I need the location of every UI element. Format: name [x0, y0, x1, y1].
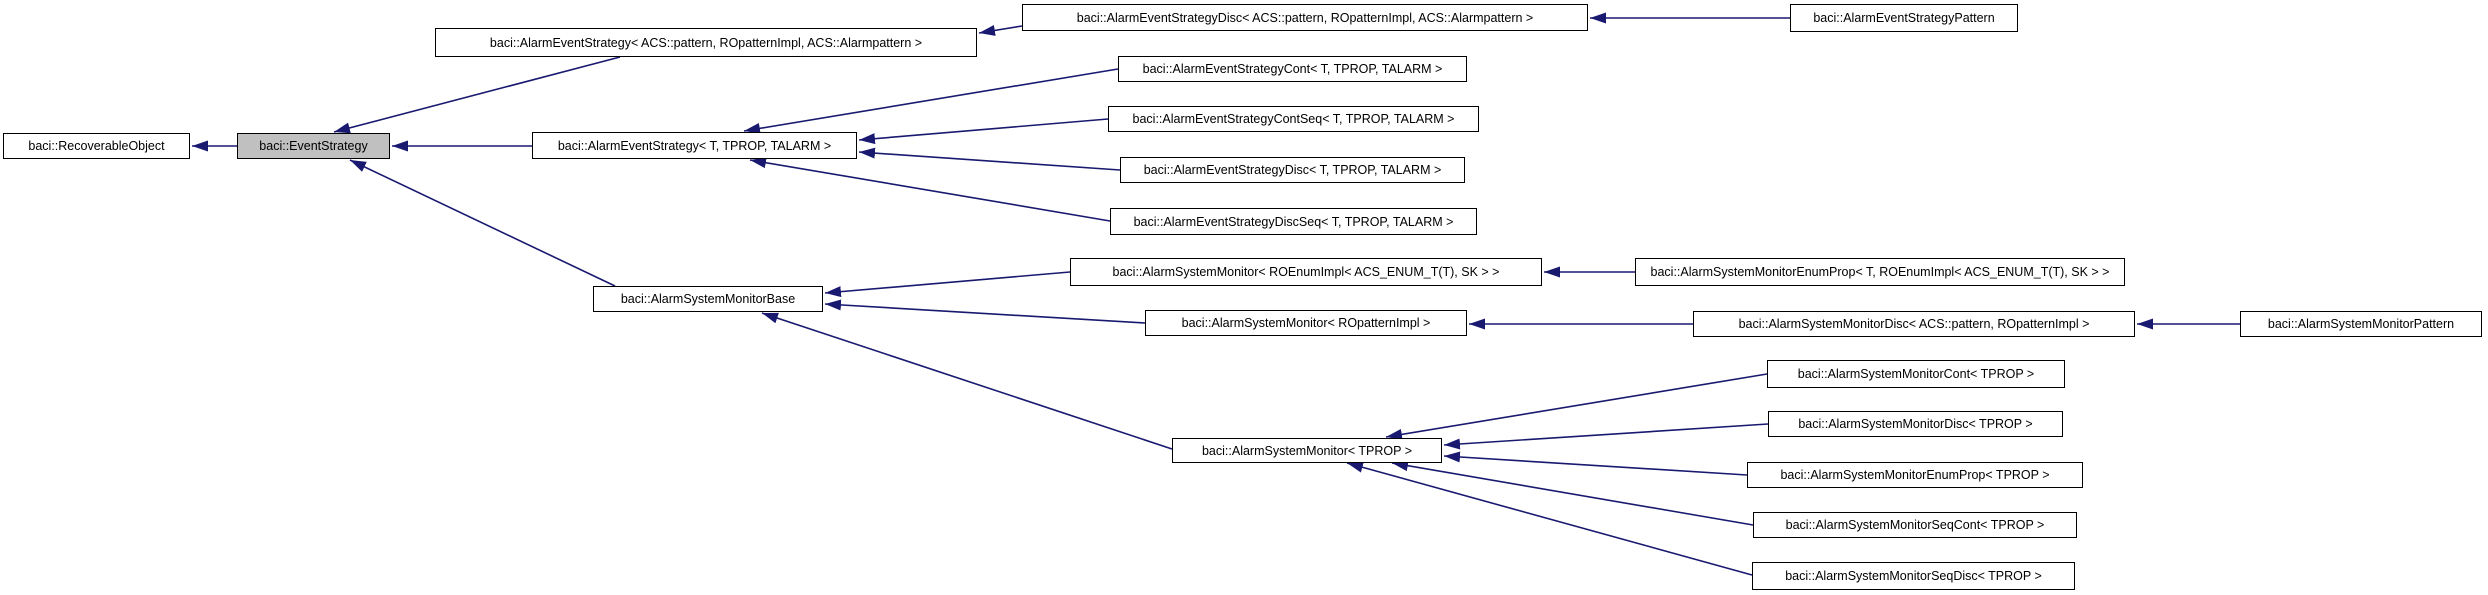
inheritance-edge	[1346, 461, 1753, 576]
class-node-alarmeventstrategy-pattern-impl[interactable]: baci::AlarmEventStrategy< ACS::pattern, …	[435, 28, 977, 57]
inheritance-edge	[858, 118, 1109, 145]
inheritance-edge	[978, 25, 1023, 36]
class-node-alarmeventstrategypattern[interactable]: baci::AlarmEventStrategyPattern	[1790, 4, 2018, 32]
inheritance-edge	[824, 299, 1146, 324]
inheritance-edge	[1443, 423, 1769, 450]
class-node-alarmeventstrategydisc-pattern-impl[interactable]: baci::AlarmEventStrategyDisc< ACS::patte…	[1022, 4, 1588, 31]
class-node-alarmsystemmonitordisc-tprop[interactable]: baci::AlarmSystemMonitorDisc< TPROP >	[1768, 411, 2063, 437]
class-node-alarmsystemmonitordisc-pattern[interactable]: baci::AlarmSystemMonitorDisc< ACS::patte…	[1693, 311, 2135, 337]
class-node-alarmsystemmonitor-ropatternimpl[interactable]: baci::AlarmSystemMonitor< ROpatternImpl …	[1145, 310, 1467, 336]
inheritance-edge	[824, 271, 1071, 298]
inheritance-edge	[761, 312, 1173, 450]
class-node-alarmeventstrategydisc[interactable]: baci::AlarmEventStrategyDisc< T, TPROP, …	[1120, 157, 1465, 183]
inheritance-edge	[1391, 460, 1754, 526]
class-node-alarmsystemmonitorpattern[interactable]: baci::AlarmSystemMonitorPattern	[2240, 311, 2482, 337]
class-node-alarmsystemmonitor-tprop[interactable]: baci::AlarmSystemMonitor< TPROP >	[1172, 438, 1442, 463]
class-node-alarmeventstrategy-template[interactable]: baci::AlarmEventStrategy< T, TPROP, TALA…	[532, 132, 857, 159]
class-node-alarmsystemmonitorenumprop-roenumimpl[interactable]: baci::AlarmSystemMonitorEnumProp< T, ROE…	[1635, 258, 2125, 286]
class-node-recoverableobject[interactable]: baci::RecoverableObject	[3, 133, 190, 159]
class-node-alarmeventstrategycont[interactable]: baci::AlarmEventStrategyCont< T, TPROP, …	[1118, 56, 1467, 82]
inheritance-edge	[749, 157, 1111, 222]
class-node-alarmsystemmonitorbase[interactable]: baci::AlarmSystemMonitorBase	[593, 286, 823, 312]
class-node-alarmsystemmonitorseqcont-tprop[interactable]: baci::AlarmSystemMonitorSeqCont< TPROP >	[1753, 512, 2077, 538]
class-node-alarmsystemmonitorcont-tprop[interactable]: baci::AlarmSystemMonitorCont< TPROP >	[1767, 360, 2065, 388]
inheritance-edge	[1385, 373, 1768, 440]
class-node-alarmeventstrategycontseq[interactable]: baci::AlarmEventStrategyContSeq< T, TPRO…	[1108, 106, 1479, 132]
inheritance-edge	[743, 68, 1119, 134]
inheritance-edge	[1443, 451, 1748, 476]
class-node-alarmsystemmonitorseqdisc-tprop[interactable]: baci::AlarmSystemMonitorSeqDisc< TPROP >	[1752, 562, 2075, 590]
class-node-eventstrategy-current: baci::EventStrategy	[237, 133, 390, 159]
class-node-alarmsystemmonitor-roenumimpl[interactable]: baci::AlarmSystemMonitor< ROEnumImpl< AC…	[1070, 258, 1542, 286]
inheritance-edge	[349, 159, 616, 287]
inheritance-edge	[858, 147, 1121, 171]
class-node-alarmsystemmonitorenumprop-tprop[interactable]: baci::AlarmSystemMonitorEnumProp< TPROP …	[1747, 462, 2083, 488]
class-node-alarmeventstrategydiscseq[interactable]: baci::AlarmEventStrategyDiscSeq< T, TPRO…	[1110, 208, 1477, 235]
inheritance-edge	[333, 56, 621, 134]
